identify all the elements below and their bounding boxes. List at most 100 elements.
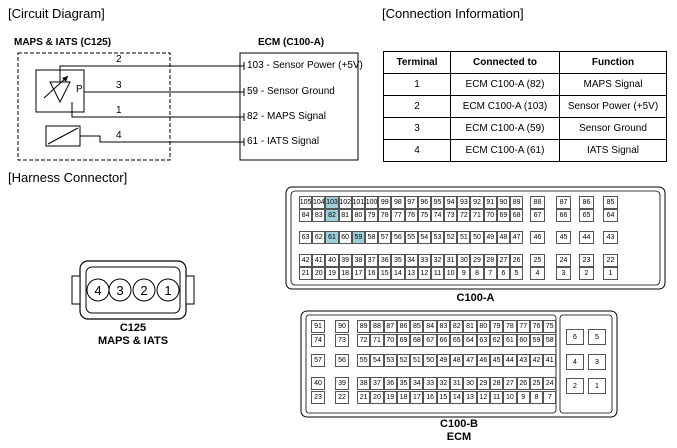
connector-pin: 13 [463, 391, 477, 404]
connector-pin: 82 [450, 320, 464, 333]
connector-pin: 14 [391, 267, 405, 280]
connector-pin: 91 [311, 320, 325, 333]
pin-row: 85 [603, 196, 618, 209]
connector-pin: 55 [357, 354, 371, 367]
pin-row: 90 [335, 320, 349, 333]
connector-pin: 93 [457, 196, 471, 209]
connector-pin: 2 [566, 378, 584, 394]
connector-pin: 31 [450, 377, 464, 390]
c125-pin-number: 2 [140, 283, 147, 298]
connector-pin: 37 [364, 254, 379, 267]
pin-row: 23 [311, 391, 325, 404]
c100b-caption: C100-B [440, 418, 478, 430]
connector-pin: 24 [556, 254, 571, 267]
wire-num: 2 [116, 54, 122, 65]
connector-pin: 88 [370, 320, 384, 333]
connector-pin: 59 [351, 231, 365, 244]
harness-connector-title: [Harness Connector] [8, 170, 128, 185]
connector-pin: 33 [417, 254, 431, 267]
connector-pin: 47 [463, 354, 477, 367]
col-header: Function [559, 51, 667, 74]
connector-pin: 71 [470, 209, 484, 222]
pin-row: 40 [311, 377, 325, 390]
pin-row: 86 [579, 196, 594, 209]
connector-pin: 57 [311, 354, 325, 367]
connector-pin: 9 [516, 391, 530, 404]
pin-row: 1 [603, 267, 618, 280]
connector-pin: 79 [489, 320, 504, 333]
connector-pin: 23 [311, 391, 325, 404]
connection-table: Terminal Connected to Function 1 ECM C10… [383, 51, 667, 162]
connector-pin: 41 [543, 354, 557, 367]
cell: ECM C100-A (103) [450, 95, 560, 118]
connector-pin: 62 [312, 231, 326, 244]
pin-row: 44 [579, 231, 594, 244]
connector-pin: 74 [430, 209, 445, 222]
col-header: Connected to [450, 51, 560, 74]
c125-pin-number: 3 [116, 283, 123, 298]
pin-row: 22 [335, 391, 349, 404]
connector-pin: 20 [370, 391, 384, 404]
connector-pin: 72 [357, 334, 371, 347]
connector-pin: 76 [529, 320, 544, 333]
connector-pin: 20 [312, 267, 326, 280]
cell: 3 [383, 117, 451, 140]
connector-pin: 19 [325, 267, 339, 280]
connector-pin: 77 [516, 320, 530, 333]
ecm-pin-label: 82 - MAPS Signal [247, 111, 326, 122]
connector-pin: 46 [476, 354, 490, 367]
c100b-caption-ecm: ECM [446, 431, 472, 443]
connector-pin: 16 [364, 267, 379, 280]
wire-1 [71, 102, 244, 118]
connector-pin: 7 [483, 267, 497, 280]
connector-pin: 11 [430, 267, 445, 280]
connector-pin: 73 [444, 209, 458, 222]
ecm-housing [239, 52, 359, 161]
connector-pin: 88 [530, 196, 545, 209]
c125-caption-name: MAPS & IATS [97, 335, 169, 347]
sensor-symbol-label: P [76, 84, 83, 95]
connector-pin: 53 [430, 231, 445, 244]
connector-pin: 21 [299, 267, 313, 280]
connector-pin: 81 [463, 320, 477, 333]
connector-pin: 48 [496, 231, 510, 244]
sensor-housing [17, 52, 171, 161]
connector-pin: 86 [396, 320, 411, 333]
c125-pin [156, 278, 180, 302]
connector-pin: 35 [391, 254, 405, 267]
connector-pin: 30 [457, 254, 471, 267]
connector-pin: 38 [357, 377, 371, 390]
connection-info-title: [Connection Information] [382, 6, 524, 21]
connector-pin: 97 [404, 196, 418, 209]
pin-row: 23 [579, 254, 594, 267]
pin-row: 65 [579, 209, 594, 222]
c125-pin-number: 1 [164, 283, 171, 298]
connector-pin: 67 [530, 209, 545, 222]
connector-pin: 18 [338, 267, 352, 280]
connector-pin: 3 [588, 354, 606, 370]
c125-pin [108, 278, 132, 302]
pin-row: 22 [603, 254, 618, 267]
connector-pin: 22 [335, 391, 349, 404]
circuit-diagram-title: [Circuit Diagram] [8, 6, 105, 21]
circuit-diagram [17, 52, 359, 161]
connector-pin: 4 [530, 267, 545, 280]
connector-pin: 8 [470, 267, 484, 280]
table-row: 3 ECM C100-A (59) Sensor Ground [383, 117, 667, 140]
connector-pin: 105 [299, 196, 313, 209]
cell: 4 [383, 139, 451, 162]
cell: ECM C100-A (82) [450, 73, 560, 96]
connector-pin: 3 [556, 267, 571, 280]
connector-pin: 66 [436, 334, 451, 347]
connector-pin: 84 [423, 320, 437, 333]
connector-pin: 59 [529, 334, 544, 347]
pin-row: 39 [335, 377, 349, 390]
connector-pin: 26 [516, 377, 530, 390]
connector-pin: 83 [312, 209, 326, 222]
